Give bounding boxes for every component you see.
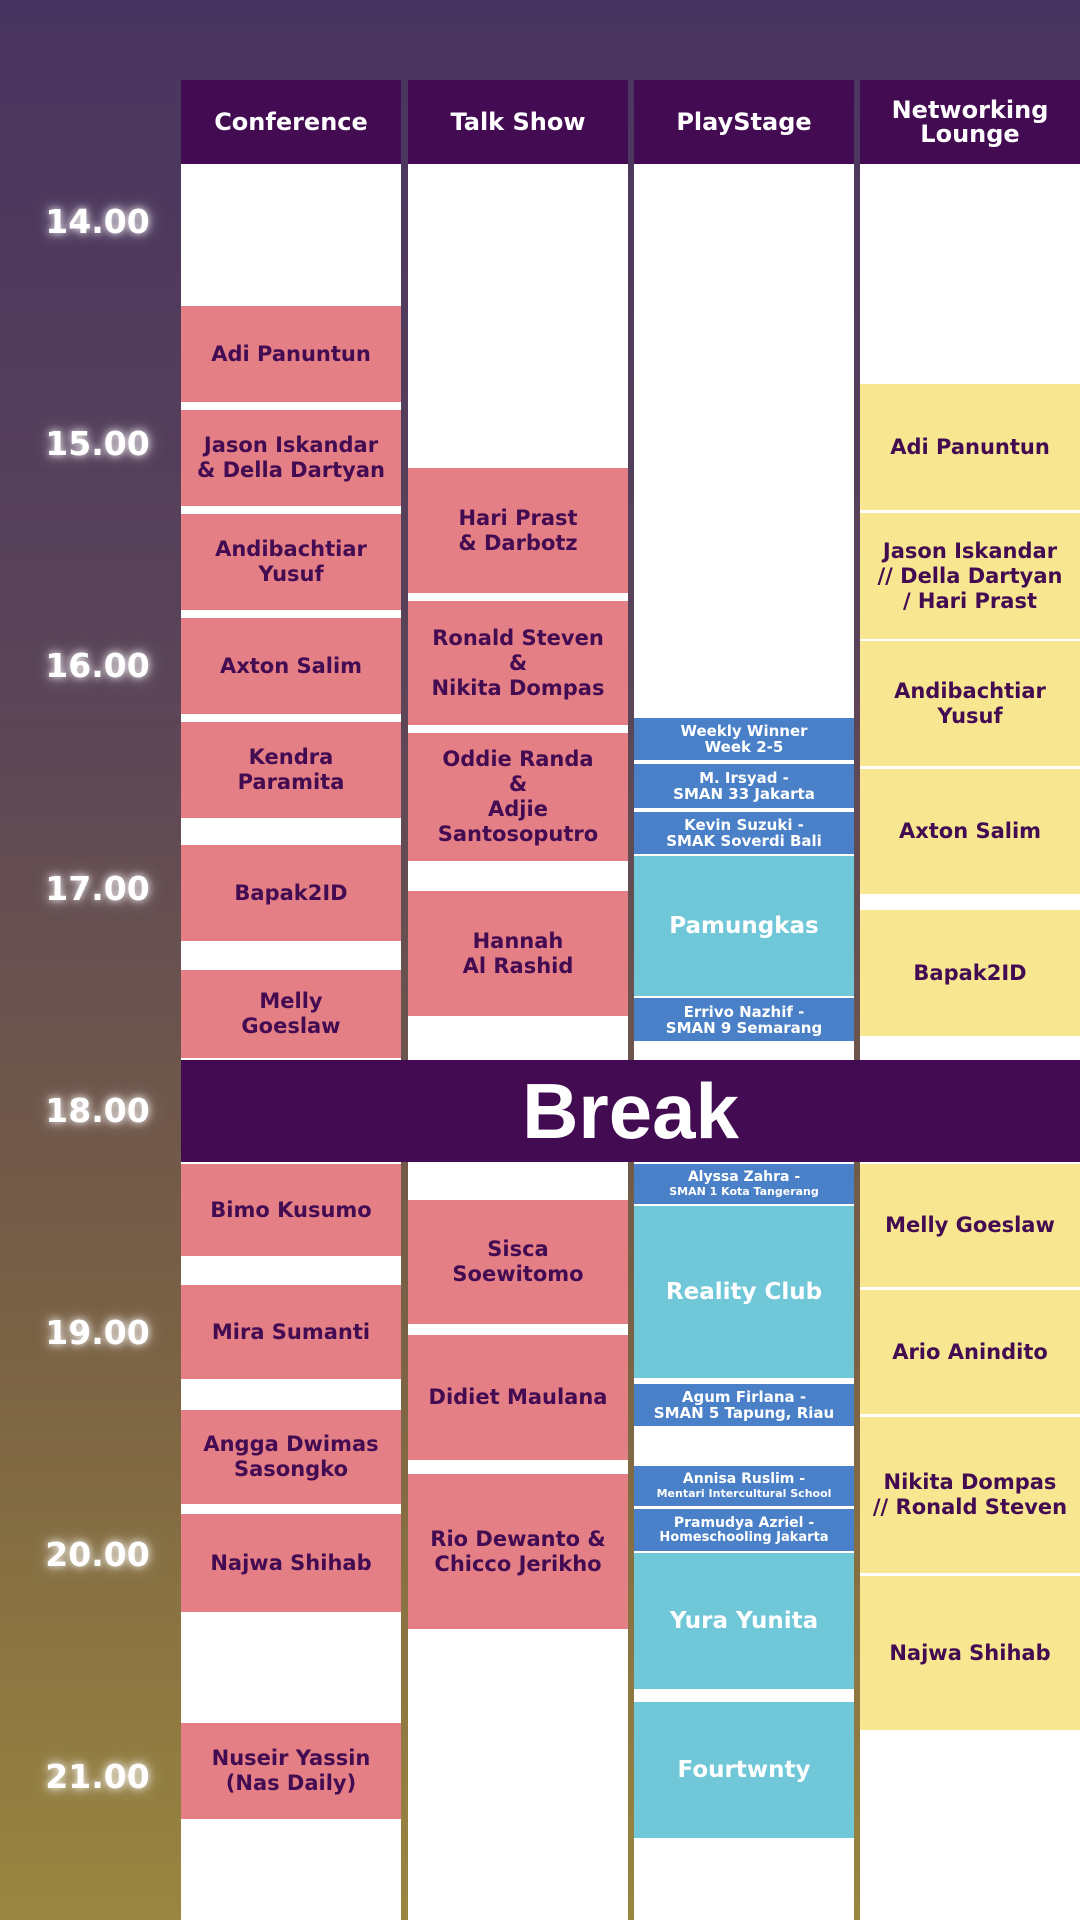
- performer-name: Annisa Ruslim -: [682, 1471, 806, 1487]
- networking-session[interactable]: Bapak2ID: [860, 910, 1080, 1036]
- conference-session[interactable]: Nuseir Yassin (Nas Daily): [181, 1723, 401, 1819]
- playstage-band[interactable]: Yura Yunita: [634, 1553, 854, 1689]
- header-playstage: PlayStage: [634, 80, 854, 164]
- networking-session[interactable]: Ario Anindito: [860, 1290, 1080, 1414]
- performer-school: Mentari Intercultural School: [656, 1487, 832, 1500]
- talkshow-session[interactable]: Hannah Al Rashid: [408, 891, 628, 1016]
- break-banner: Break: [181, 1060, 1080, 1162]
- header-conference: Conference: [181, 80, 401, 164]
- conference-session[interactable]: Melly Goeslaw: [181, 970, 401, 1058]
- conference-session[interactable]: Kendra Paramita: [181, 722, 401, 818]
- conference-session[interactable]: Angga Dwimas Sasongko: [181, 1410, 401, 1504]
- conference-session[interactable]: Adi Panuntun: [181, 306, 401, 402]
- talkshow-session[interactable]: Oddie Randa & Adjie Santosoputro: [408, 733, 628, 861]
- playstage-student-act[interactable]: M. Irsyad - SMAN 33 Jakarta: [634, 764, 854, 808]
- time-label: 21.00: [45, 1757, 150, 1796]
- time-label: 16.00: [45, 646, 150, 685]
- networking-session[interactable]: Melly Goeslaw: [860, 1164, 1080, 1287]
- time-label: 17.00: [45, 869, 150, 908]
- talkshow-session[interactable]: Hari Prast & Darbotz: [408, 468, 628, 593]
- playstage-band[interactable]: Reality Club: [634, 1206, 854, 1378]
- talkshow-session[interactable]: Rio Dewanto & Chicco Jerikho: [408, 1474, 628, 1629]
- talkshow-session[interactable]: Ronald Steven & Nikita Dompas: [408, 601, 628, 725]
- conference-session[interactable]: Bapak2ID: [181, 845, 401, 941]
- conference-session[interactable]: Andibachtiar Yusuf: [181, 514, 401, 610]
- talkshow-session[interactable]: Sisca Soewitomo: [408, 1200, 628, 1324]
- conference-session[interactable]: Axton Salim: [181, 618, 401, 714]
- time-label: 19.00: [45, 1313, 150, 1352]
- talkshow-session[interactable]: Didiet Maulana: [408, 1335, 628, 1460]
- playstage-student-act[interactable]: Alyssa Zahra - SMAN 1 Kota Tangerang: [634, 1164, 854, 1204]
- playstage-student-act[interactable]: Kevin Suzuki - SMAK Soverdi Bali: [634, 812, 854, 854]
- playstage-student-act[interactable]: Pramudya Azriel - Homeschooling Jakarta: [634, 1509, 854, 1551]
- conference-session[interactable]: Bimo Kusumo: [181, 1164, 401, 1256]
- conference-session[interactable]: Najwa Shihab: [181, 1514, 401, 1612]
- time-label: 20.00: [45, 1535, 150, 1574]
- networking-session[interactable]: Adi Panuntun: [860, 384, 1080, 510]
- playstage-student-act[interactable]: Agum Firlana - SMAN 5 Tapung, Riau: [634, 1384, 854, 1426]
- performer-school: Homeschooling Jakarta: [659, 1530, 829, 1545]
- networking-session[interactable]: Jason Iskandar // Della Dartyan / Hari P…: [860, 513, 1080, 639]
- networking-session[interactable]: Axton Salim: [860, 769, 1080, 894]
- playstage-student-act[interactable]: Errivo Nazhif - SMAN 9 Semarang: [634, 998, 854, 1041]
- performer-school: SMAN 1 Kota Tangerang: [669, 1185, 819, 1198]
- playstage-band[interactable]: Fourtwnty: [634, 1702, 854, 1838]
- networking-session[interactable]: Andibachtiar Yusuf: [860, 641, 1080, 766]
- playstage-weekly-winner[interactable]: Weekly Winner Week 2-5: [634, 718, 854, 760]
- time-label: 18.00: [45, 1091, 150, 1130]
- performer-name: Alyssa Zahra -: [687, 1169, 801, 1185]
- playstage-student-act[interactable]: Annisa Ruslim - Mentari Intercultural Sc…: [634, 1466, 854, 1506]
- performer-name: Pramudya Azriel -: [673, 1515, 815, 1531]
- header-talkshow: Talk Show: [408, 80, 628, 164]
- time-label: 14.00: [45, 202, 150, 241]
- header-networking-lounge: Networking Lounge: [860, 80, 1080, 164]
- playstage-band[interactable]: Pamungkas: [634, 856, 854, 996]
- time-label: 15.00: [45, 424, 150, 463]
- networking-session[interactable]: Nikita Dompas // Ronald Steven: [860, 1417, 1080, 1573]
- conference-session[interactable]: Jason Iskandar & Della Dartyan: [181, 410, 401, 506]
- conference-session[interactable]: Mira Sumanti: [181, 1285, 401, 1379]
- networking-session[interactable]: Najwa Shihab: [860, 1576, 1080, 1730]
